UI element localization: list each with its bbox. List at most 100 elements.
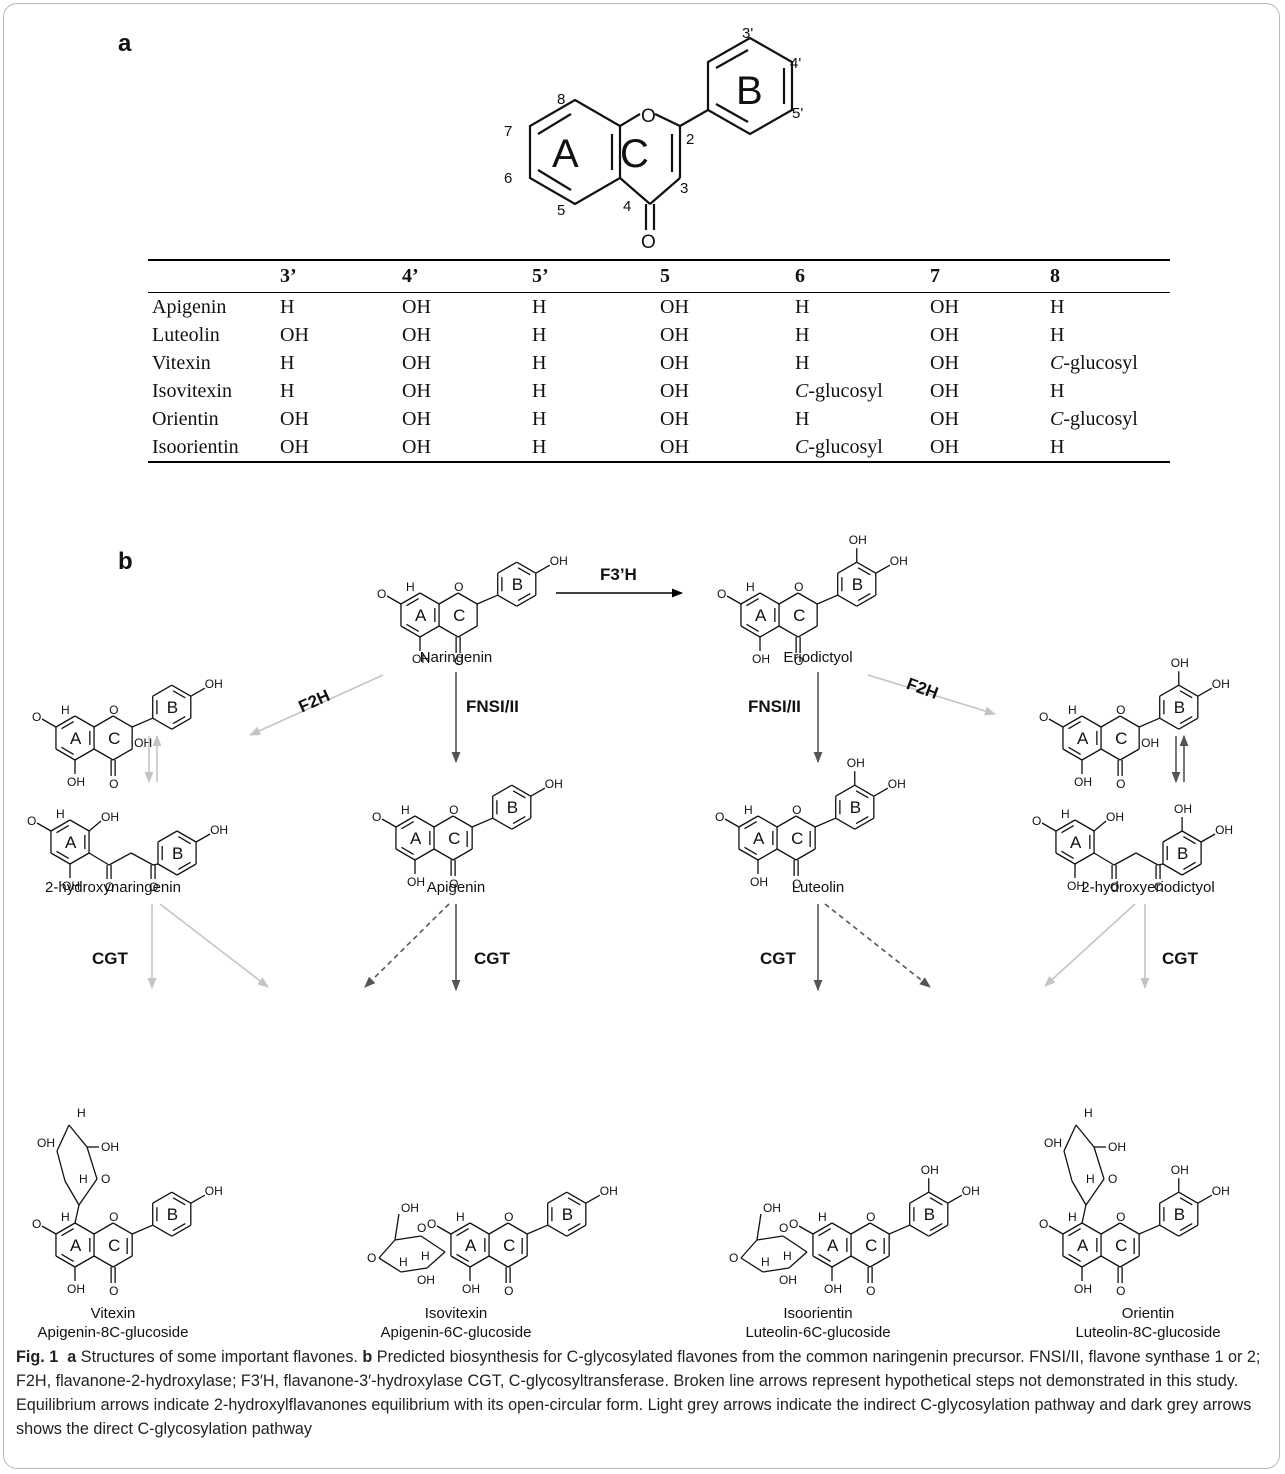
figure-caption: Fig. 1 a Structures of some important fl… [16, 1345, 1271, 1441]
svg-text:OH: OH [1106, 810, 1124, 824]
compound-sublabel: Luteolin-8C-glucoside [1075, 1324, 1220, 1340]
svg-text:A: A [755, 606, 767, 625]
panel-label-b: b [118, 548, 133, 575]
table-cell: H [1050, 296, 1065, 318]
position-number: 6 [504, 170, 512, 187]
svg-text:H: H [56, 807, 65, 821]
svg-text:H: H [1084, 1106, 1093, 1120]
svg-text:H: H [399, 1255, 408, 1269]
svg-text:H: H [401, 803, 410, 817]
svg-text:O: O [1154, 880, 1163, 894]
svg-text:H: H [783, 1249, 792, 1263]
caption-part-b-text: Predicted biosynthesis for C-glycosylate… [16, 1348, 1261, 1438]
compound-label: 2-hydroxynaringenin [45, 879, 181, 896]
svg-text:OH: OH [1212, 1184, 1230, 1198]
svg-text:H: H [818, 1210, 827, 1224]
svg-text:C: C [108, 729, 120, 748]
svg-text:O: O [101, 1172, 110, 1186]
svg-text:O: O [32, 710, 41, 724]
table-cell: H [795, 408, 810, 430]
svg-text:C: C [453, 606, 465, 625]
compound-label: Luteolin [792, 879, 845, 896]
svg-text:O: O [717, 587, 726, 601]
compound-label: Orientin [1122, 1305, 1175, 1322]
table-cell: OH [660, 380, 689, 402]
svg-text:B: B [172, 844, 183, 863]
enzyme-label: CGT [1162, 949, 1199, 968]
table-cell: Luteolin [152, 324, 220, 346]
position-number: 2 [686, 131, 694, 148]
svg-text:O: O [1116, 1284, 1125, 1298]
svg-text:A: A [415, 606, 427, 625]
svg-text:B: B [507, 798, 518, 817]
svg-text:O: O [449, 877, 458, 891]
caption-fig-label: Fig. 1 [16, 1348, 59, 1366]
svg-text:O: O [1039, 710, 1048, 724]
equilibrium-arrow-left [144, 734, 162, 784]
svg-text:C: C [793, 606, 805, 625]
svg-text:C: C [1115, 729, 1127, 748]
svg-text:A: A [70, 1236, 82, 1255]
table-cell: C-glucosyl [791, 433, 926, 463]
table-cell: OH [402, 324, 431, 346]
position-number: 3' [742, 25, 753, 42]
panel-label-a: a [118, 30, 132, 57]
svg-text:O: O [372, 810, 381, 824]
svg-text:H: H [406, 580, 415, 594]
svg-text:O: O [1116, 703, 1125, 717]
svg-text:OH: OH [1141, 736, 1159, 750]
position-number: 5' [792, 105, 803, 122]
svg-text:OH: OH [101, 1140, 119, 1154]
svg-text:H: H [1061, 807, 1070, 821]
svg-text:OH: OH [134, 736, 152, 750]
svg-text:OH: OH [412, 652, 430, 666]
svg-text:OH: OH [1174, 802, 1192, 816]
svg-text:B: B [924, 1205, 935, 1224]
table-cell: OH [656, 433, 791, 463]
svg-text:O: O [454, 654, 463, 668]
svg-text:C: C [865, 1236, 877, 1255]
table-cell: Orientin [152, 408, 219, 430]
table-cell: H [532, 380, 547, 402]
svg-text:O: O [32, 1217, 41, 1231]
table-header: 5’ [528, 259, 656, 293]
svg-text:OH: OH [462, 1282, 480, 1296]
compound-label: 2-hydroxyeriodictyol [1081, 879, 1214, 896]
enzyme-label: FNSI/II [466, 697, 519, 716]
svg-text:OH: OH [847, 756, 865, 770]
svg-text:O: O [504, 1284, 513, 1298]
svg-text:OH: OH [752, 652, 770, 666]
table-cell: OH [280, 324, 309, 346]
arrow-f2h-right [867, 674, 997, 716]
table-cell: H [532, 352, 547, 374]
arrow-hypothetical-orientin [824, 903, 931, 988]
svg-text:OH: OH [210, 823, 228, 837]
svg-text:OH: OH [407, 875, 425, 889]
table-cell: OH [398, 433, 528, 463]
svg-text:C: C [791, 829, 803, 848]
compound-label: Isovitexin [425, 1305, 488, 1322]
arrow-cgt-isoorientin-indirect [1044, 903, 1136, 987]
svg-text:OH: OH [1171, 1163, 1189, 1177]
svg-text:A: A [827, 1236, 839, 1255]
svg-text:B: B [512, 575, 523, 594]
svg-text:OH: OH [545, 777, 563, 791]
svg-text:OH: OH [1212, 677, 1230, 691]
table-header: 6 [791, 259, 926, 293]
figure-frame [3, 3, 1280, 1469]
svg-text:O: O [504, 1210, 513, 1224]
table-cell: C-glucosyl [1050, 352, 1138, 374]
table-header-row: 3’ 4’ 5’ 5 6 7 8 [148, 259, 1170, 293]
table-cell: C-glucosyl [1050, 408, 1138, 430]
table-cell: C-glucosyl [795, 380, 883, 402]
svg-text:A: A [410, 829, 422, 848]
svg-text:O: O [866, 1284, 875, 1298]
svg-text:O: O [454, 580, 463, 594]
compound-label: Vitexin [91, 1305, 136, 1322]
